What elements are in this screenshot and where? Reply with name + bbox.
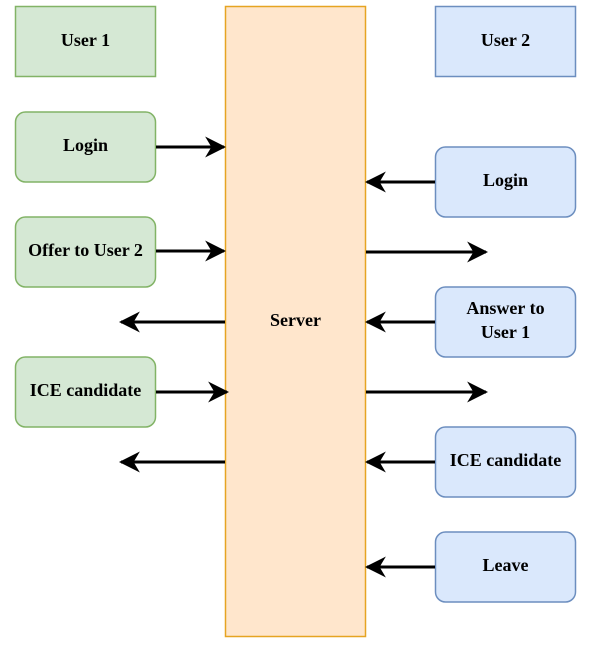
server-label: Server [270,310,321,330]
user2-header-label: User 2 [481,30,530,50]
user2-ice-label: ICE candidate [450,450,562,470]
user2-login-node: Login [434,146,577,218]
user1-header-node: User 1 [14,5,157,78]
user2-answer-node: Answer to User 1 [434,286,577,358]
user2-login-label: Login [483,170,528,190]
user1-login-node: Login [14,111,157,183]
user1-offer-node: Offer to User 2 [14,216,157,288]
user1-header-label: User 1 [61,30,110,50]
user1-ice-label: ICE candidate [30,380,142,400]
user2-header-node: User 2 [434,5,577,78]
user1-ice-node: ICE candidate [14,356,157,428]
user2-answer-label-line1: Answer to [466,298,544,318]
user1-login-label: Login [63,135,108,155]
server-node: Server [224,5,367,638]
user2-ice-node: ICE candidate [434,426,577,498]
user2-answer-label-line2: User 1 [481,322,530,342]
user1-offer-label: Offer to User 2 [28,240,143,260]
user2-leave-label: Leave [483,555,529,575]
user2-leave-node: Leave [434,531,577,603]
